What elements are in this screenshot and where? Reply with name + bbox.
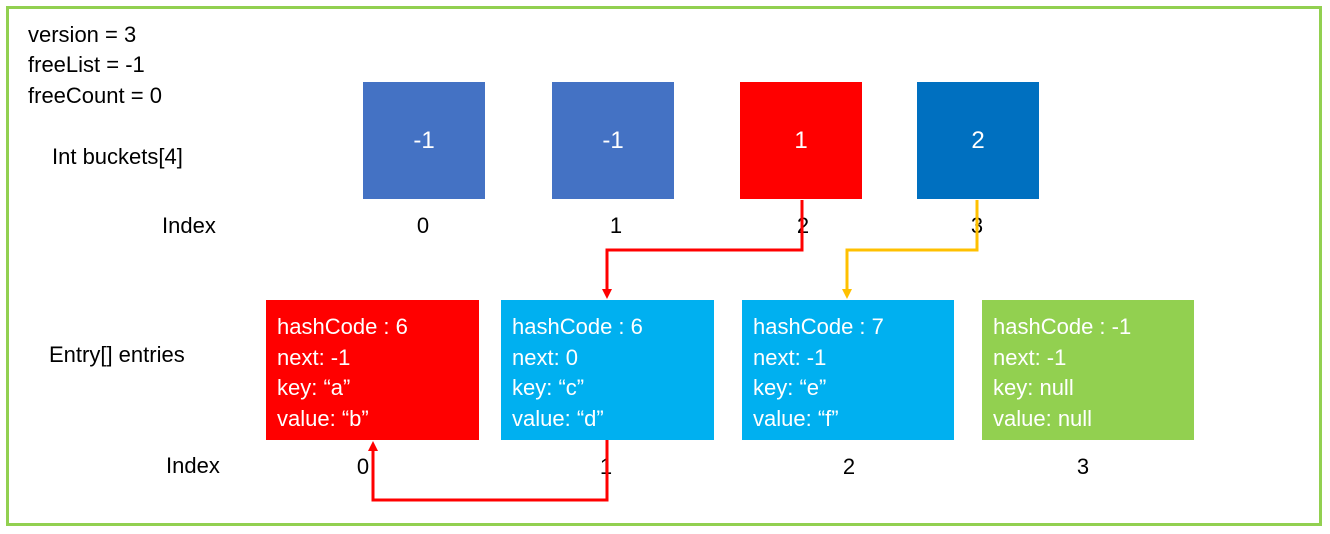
bucket-1: -1 xyxy=(552,82,674,199)
entry-value: value: “f” xyxy=(753,405,839,431)
bucket-value: 2 xyxy=(971,126,985,154)
entry-hashcode: hashCode : 6 xyxy=(512,314,643,339)
entry-key: key: “e” xyxy=(753,375,827,400)
entry-value: value: “d” xyxy=(512,405,604,431)
freelist-label: freeList = -1 xyxy=(28,52,145,77)
bucket-value: -1 xyxy=(602,126,624,154)
bucket-value: 1 xyxy=(794,126,808,154)
entries-label: Entry[] entries xyxy=(49,342,185,367)
entry-next: next: -1 xyxy=(993,344,1067,370)
diagram-frame xyxy=(6,6,1322,526)
entry-index-2: 2 xyxy=(842,454,856,479)
bucket-index-1: 1 xyxy=(609,213,623,238)
bucket-3: 2 xyxy=(917,82,1039,199)
buckets-index-label: Index xyxy=(162,213,216,238)
entry-1: hashCode : 6 next: 0 key: “c” value: “d” xyxy=(501,300,714,440)
entry-next: next: 0 xyxy=(512,344,579,370)
entry-next: next: -1 xyxy=(277,344,351,370)
bucket-index-0: 0 xyxy=(416,213,430,238)
entry-key: key: null xyxy=(993,375,1074,400)
entry-value: value: null xyxy=(993,405,1093,431)
buckets-label: Int buckets[4] xyxy=(52,144,183,169)
bucket-0: -1 xyxy=(363,82,485,199)
entries-index-label: Index xyxy=(166,453,220,478)
entry-value: value: “b” xyxy=(277,405,369,431)
arrow-entry1-next-to-entry0 xyxy=(368,440,609,502)
entry-index-3: 3 xyxy=(1076,454,1090,479)
entry-0: hashCode : 6 next: -1 key: “a” value: “b… xyxy=(266,300,479,440)
entry-3: hashCode : -1 next: -1 key: null value: … xyxy=(982,300,1194,440)
entry-key: key: “a” xyxy=(277,375,351,400)
freecount-label: freeCount = 0 xyxy=(28,83,162,108)
entry-key: key: “c” xyxy=(512,375,585,400)
entry-hashcode: hashCode : 7 xyxy=(753,314,884,339)
entry-2: hashCode : 7 next: -1 key: “e” value: “f… xyxy=(742,300,954,440)
entry-hashcode: hashCode : -1 xyxy=(993,314,1132,339)
entry-hashcode: hashCode : 6 xyxy=(277,314,408,339)
bucket-value: -1 xyxy=(413,126,435,154)
version-label: version = 3 xyxy=(28,22,137,47)
entry-next: next: -1 xyxy=(753,344,827,370)
entry-index-0: 0 xyxy=(356,454,370,479)
bucket-2: 1 xyxy=(740,82,862,199)
arrow-bucket2-to-entry1 xyxy=(602,200,804,299)
arrow-bucket3-to-entry2 xyxy=(842,200,979,299)
